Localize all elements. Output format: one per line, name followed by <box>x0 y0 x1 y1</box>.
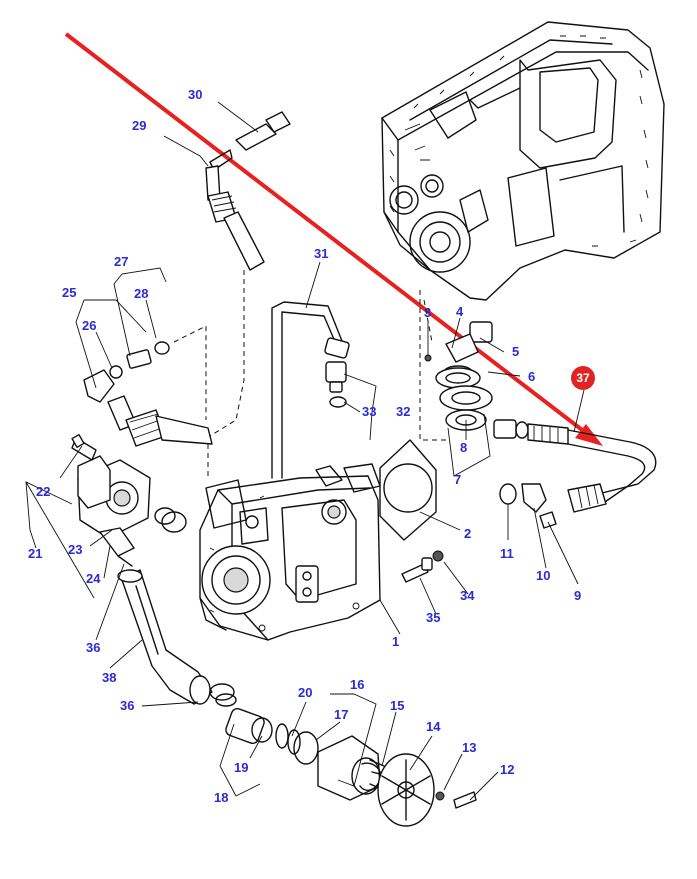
callout-22[interactable]: 22 <box>36 484 50 499</box>
callout-3[interactable]: 3 <box>424 305 431 320</box>
callout-24[interactable]: 24 <box>86 571 101 586</box>
callout-33[interactable]: 33 <box>362 404 376 419</box>
callout-20[interactable]: 20 <box>298 685 312 700</box>
hose-37 <box>493 419 657 513</box>
upper-pipe <box>205 111 291 437</box>
callout-17[interactable]: 17 <box>334 707 348 722</box>
callout-4[interactable]: 4 <box>456 304 464 319</box>
callout-37-badge[interactable] <box>571 366 595 390</box>
small-parts <box>401 483 557 583</box>
callout-36-lower[interactable]: 36 <box>120 698 134 713</box>
callout-14[interactable]: 14 <box>426 719 441 734</box>
callout-29[interactable]: 29 <box>132 118 146 133</box>
callout-9[interactable]: 9 <box>574 588 581 603</box>
callout-1[interactable]: 1 <box>392 634 399 649</box>
leader-lines <box>25 101 585 801</box>
callout-6[interactable]: 6 <box>528 369 535 384</box>
callout-7[interactable]: 7 <box>454 472 461 487</box>
callout-32[interactable]: 32 <box>396 404 410 419</box>
gasket-2 <box>379 439 437 541</box>
callout-35[interactable]: 35 <box>426 610 440 625</box>
callout-8[interactable]: 8 <box>460 440 467 455</box>
callout-18[interactable]: 18 <box>214 790 228 805</box>
callout-16[interactable]: 16 <box>350 677 364 692</box>
callout-37[interactable]: 37 <box>576 371 590 385</box>
callout-11[interactable]: 11 <box>500 546 514 561</box>
callout-30[interactable]: 30 <box>188 87 202 102</box>
highlight-arrow <box>64 32 603 446</box>
callout-labels: 1 2 3 4 5 6 7 8 9 10 11 12 13 14 15 16 1… <box>28 87 595 805</box>
callout-27[interactable]: 27 <box>114 254 128 269</box>
transmission-housing <box>381 21 665 301</box>
callout-21[interactable]: 21 <box>28 546 42 561</box>
callout-28[interactable]: 28 <box>134 286 148 301</box>
callout-15[interactable]: 15 <box>390 698 404 713</box>
hydraulic-pump <box>199 463 381 641</box>
suction-hose <box>117 569 237 707</box>
filter-assembly <box>225 708 477 827</box>
flange-assembly <box>71 433 187 567</box>
fitting-group-left <box>83 325 213 476</box>
callout-38[interactable]: 38 <box>102 670 116 685</box>
callout-19[interactable]: 19 <box>234 760 248 775</box>
pipe-31 <box>271 301 350 479</box>
callout-34[interactable]: 34 <box>460 588 475 603</box>
callout-36-upper[interactable]: 36 <box>86 640 100 655</box>
callout-26[interactable]: 26 <box>82 318 96 333</box>
callout-13[interactable]: 13 <box>462 740 476 755</box>
callout-31[interactable]: 31 <box>314 246 328 261</box>
callout-2[interactable]: 2 <box>464 526 471 541</box>
callout-10[interactable]: 10 <box>536 568 550 583</box>
callout-23[interactable]: 23 <box>68 542 82 557</box>
callout-25[interactable]: 25 <box>62 285 76 300</box>
callout-5[interactable]: 5 <box>512 344 519 359</box>
callout-12[interactable]: 12 <box>500 762 514 777</box>
